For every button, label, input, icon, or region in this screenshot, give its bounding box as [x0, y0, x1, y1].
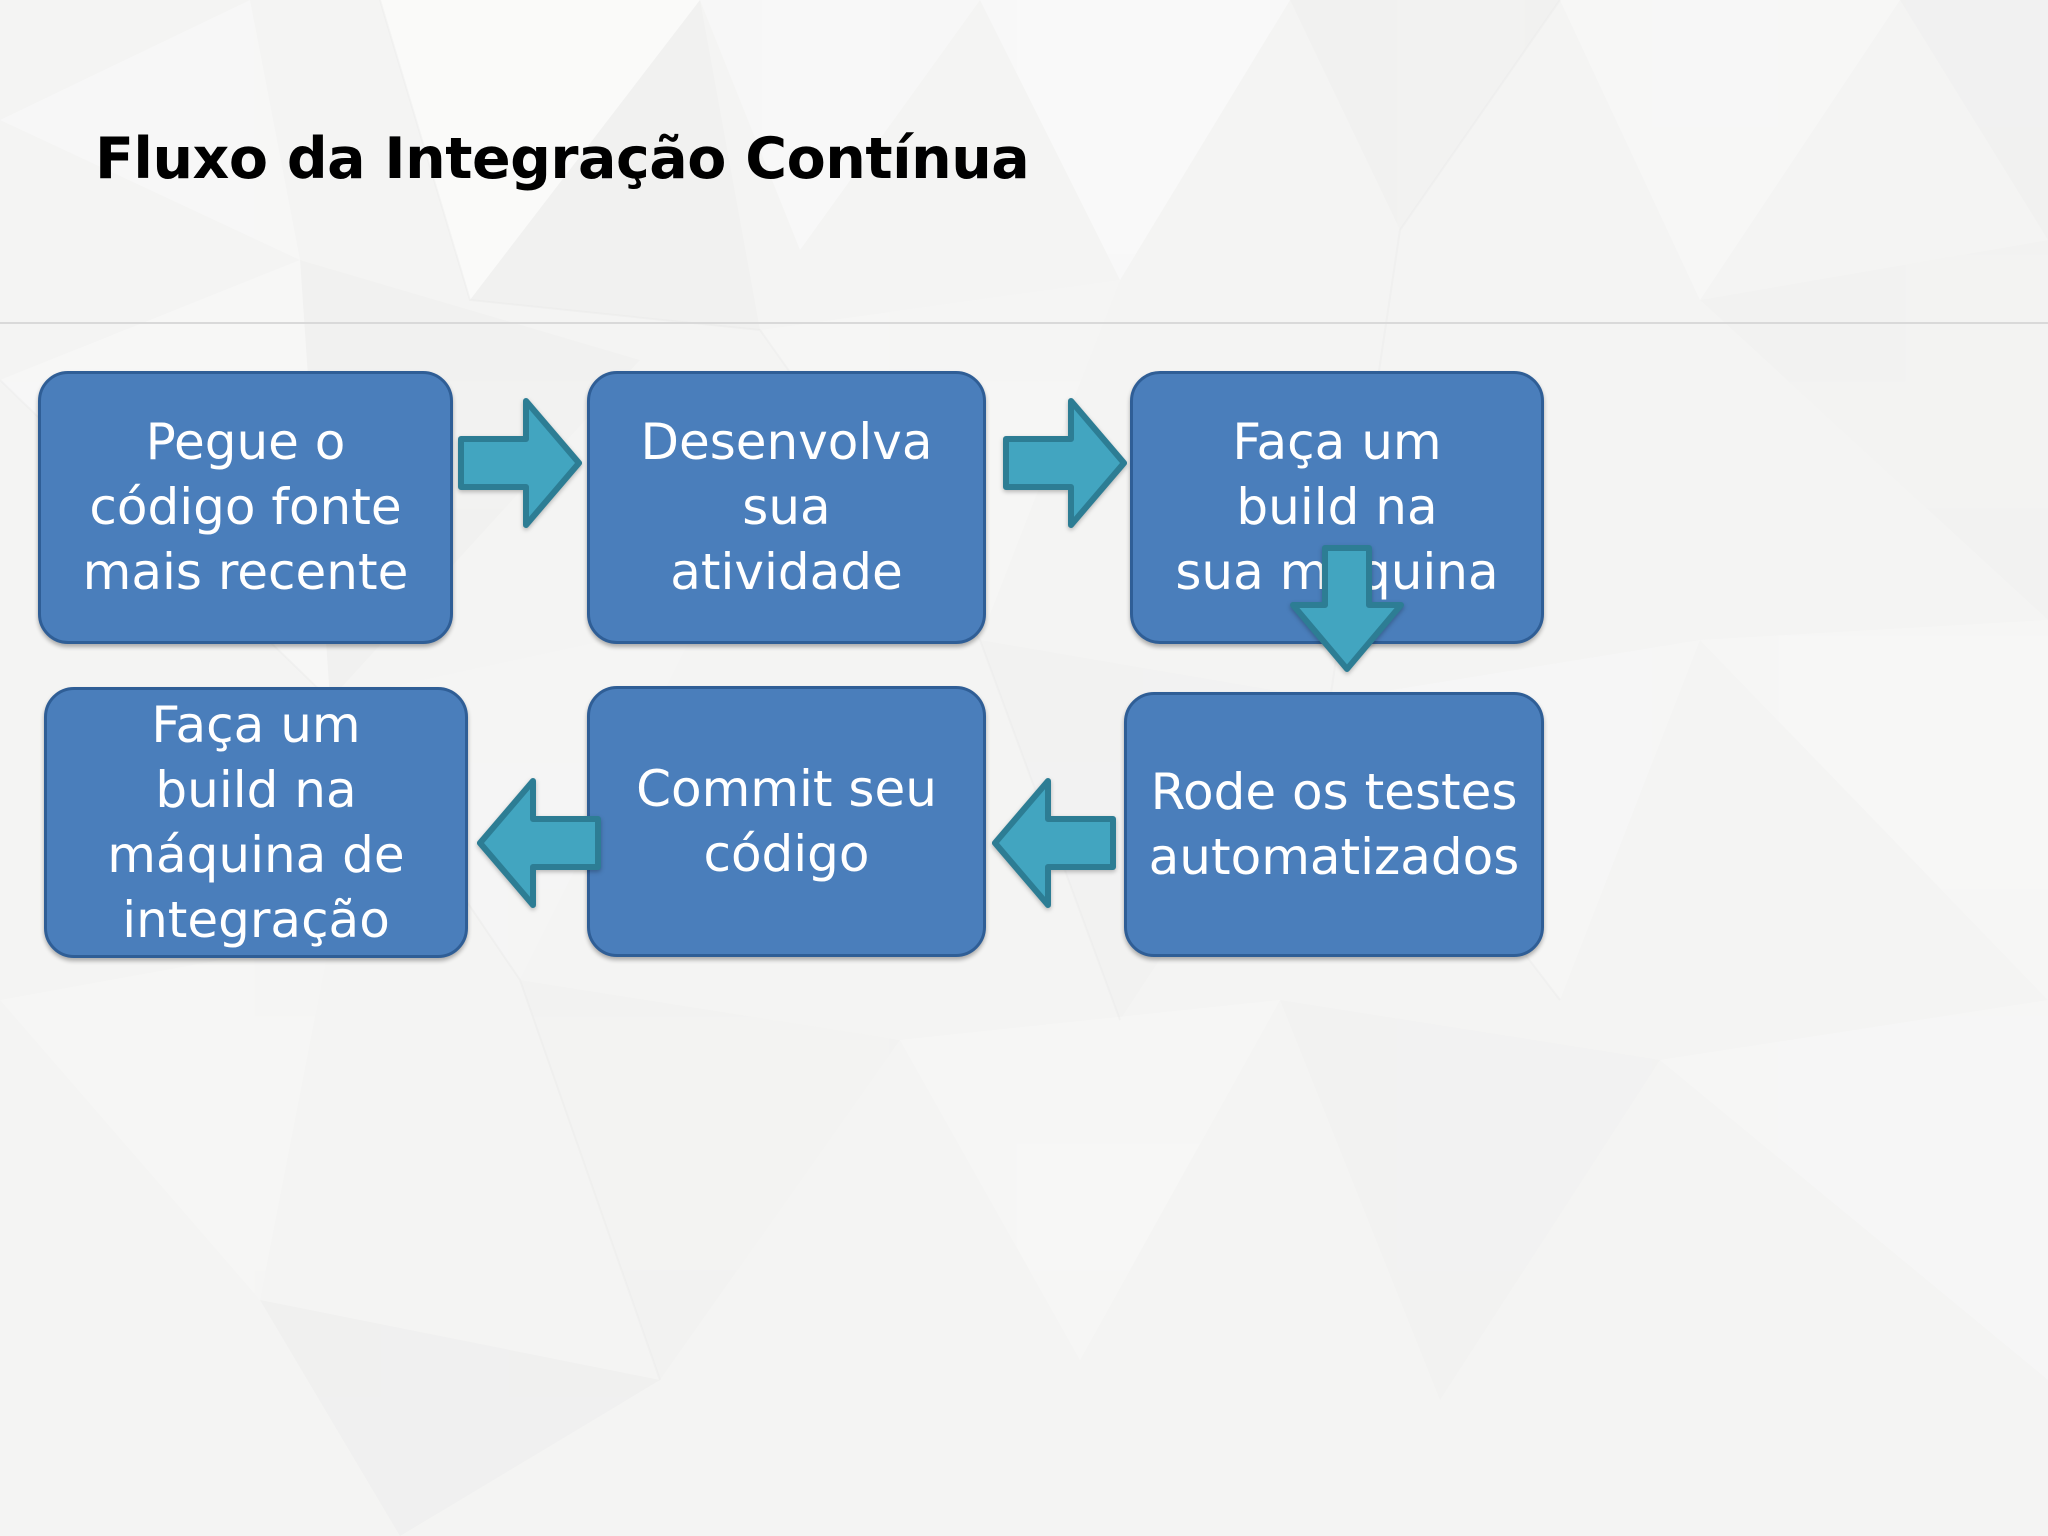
arrow-left-2: [477, 755, 601, 931]
arrow-right-1: [458, 375, 582, 551]
flow-node-rode-testes-automatizados[interactable]: Rode os testes automatizados: [1124, 692, 1544, 957]
page-title: Fluxo da Integração Contínua: [95, 126, 1030, 192]
flow-diagram: Pegue o código fonte mais recente Desenv…: [0, 323, 2048, 1536]
flow-node-pegue-codigo-fonte[interactable]: Pegue o código fonte mais recente: [38, 371, 453, 644]
flow-node-build-sua-maquina[interactable]: Faça um build na sua máquina: [1130, 371, 1544, 644]
flow-node-commit-codigo[interactable]: Commit seu código: [587, 686, 986, 957]
flow-node-build-maquina-integracao[interactable]: Faça um build na máquina de integração: [44, 687, 468, 958]
arrow-down-1: [1285, 545, 1409, 673]
flow-node-desenvolva-atividade[interactable]: Desenvolva sua atividade: [587, 371, 986, 644]
arrow-right-2: [1003, 375, 1127, 551]
arrow-left-1: [992, 755, 1116, 931]
title-divider: [0, 322, 2048, 324]
title-bar: Fluxo da Integração Contínua: [0, 0, 2048, 324]
